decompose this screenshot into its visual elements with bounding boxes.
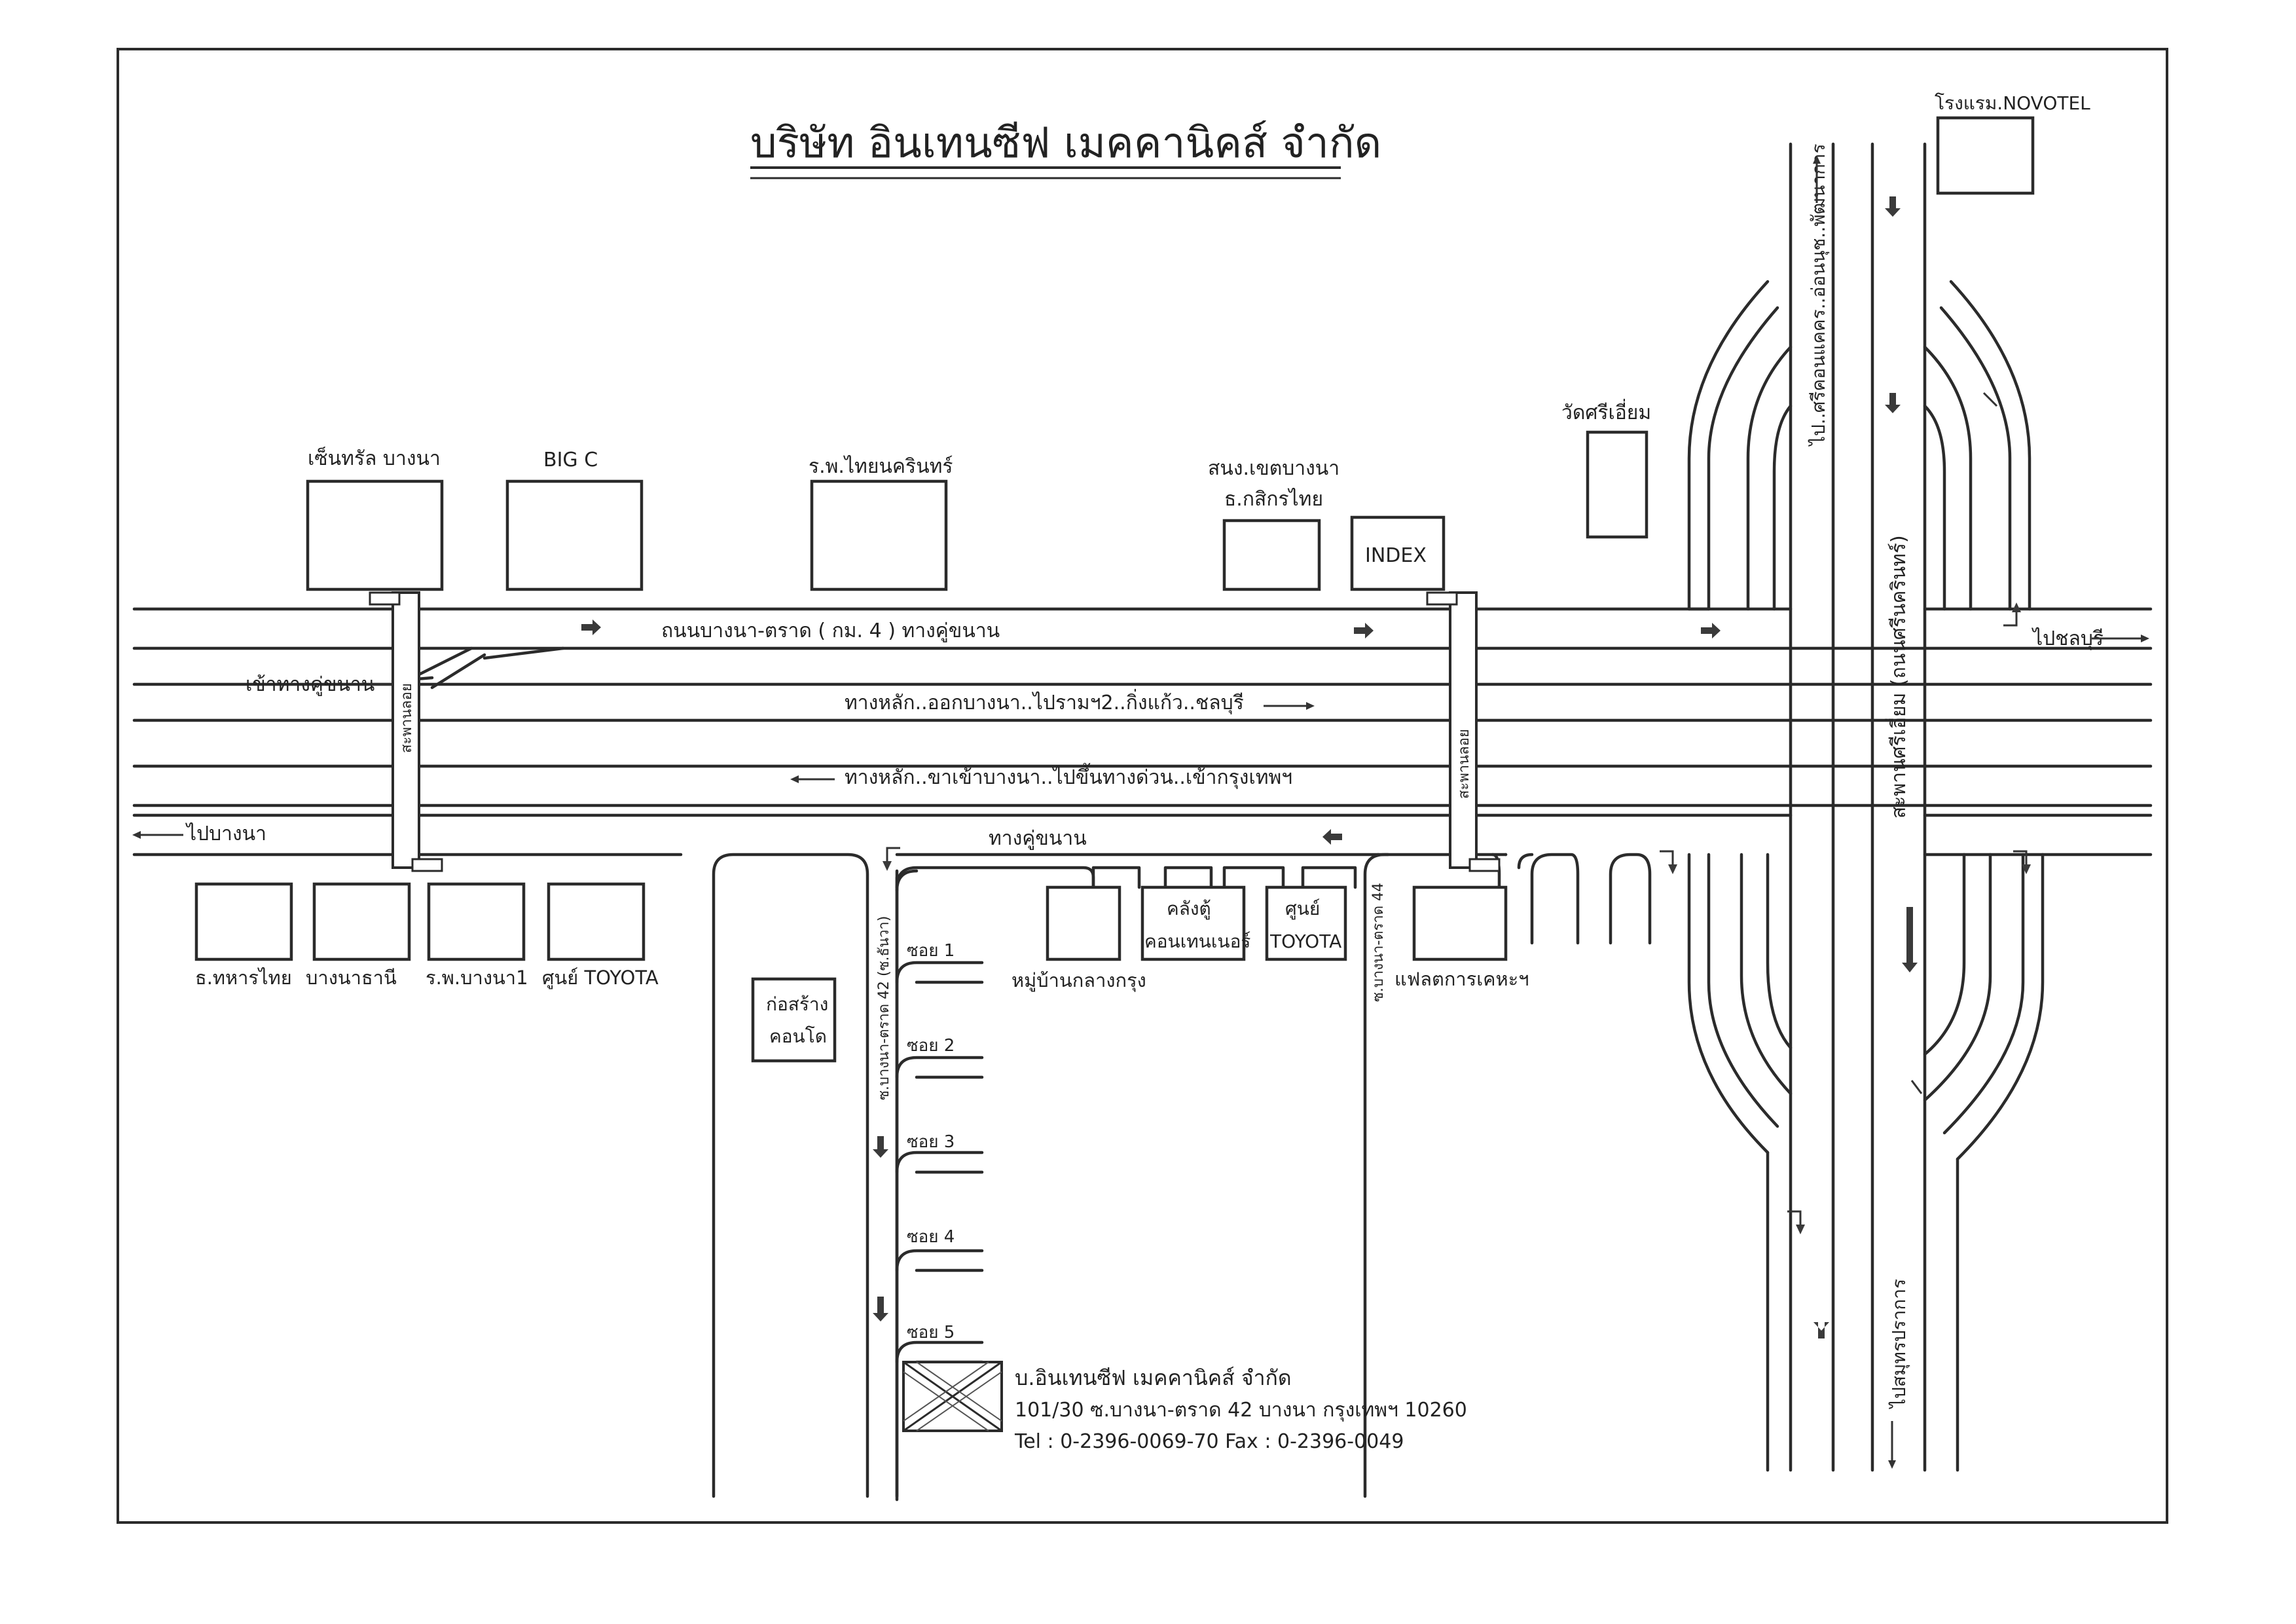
soi-3-label: ซอย 3 <box>907 1132 955 1152</box>
footbridge-right: สะพานลอย <box>1426 591 1501 872</box>
label-to-bangna: ไปบางนา <box>185 822 266 845</box>
label-enter-frontage: เข้าทางคู่ขนาน <box>246 673 374 696</box>
svg-text:ก่อสร้าง: ก่อสร้าง <box>766 993 828 1015</box>
soi-5-label: ซอย 5 <box>907 1323 955 1342</box>
svg-text:คอนโด: คอนโด <box>769 1025 827 1047</box>
footbridge-left: สะพานลอย <box>369 591 443 872</box>
soi-1-label: ซอย 1 <box>907 941 955 961</box>
building-central-bangna: เซ็นทรัล บางนา <box>306 446 444 591</box>
label-si-iam-bridge: สะพานศรีเอี่ยม (ถนนศรีนครินทร์) <box>1885 535 1910 819</box>
svg-text:สะพานลอย: สะพานลอย <box>399 683 415 753</box>
inbound-arrow-head <box>790 775 799 783</box>
to-bangna-arrow-head <box>132 831 141 839</box>
building-bangna1-hospital: ร.พ.บางนา1 <box>426 882 528 989</box>
building-container-depot: คลังตู้ คอนเทนเนอร์ <box>1140 885 1250 961</box>
label-to-chonburi: ไปชลบุรี <box>2032 627 2104 651</box>
building-novotel: โรงแรม.NOVOTEL <box>1935 92 2090 195</box>
svg-text:TOYOTA: TOYOTA <box>1269 931 1341 952</box>
north-arrow-head <box>1813 155 1821 164</box>
svg-text:คอนเทนเนอร์: คอนเทนเนอร์ <box>1144 931 1250 952</box>
outbound-arrow-head <box>1306 702 1315 710</box>
building-index: INDEX <box>1350 515 1446 591</box>
svg-text:หมู่บ้านกลางกรุง: หมู่บ้านกลางกรุง <box>1011 969 1146 992</box>
building-toyota-left: ศูนย์ TOYOTA <box>542 882 659 989</box>
label-to-nonthaburi: ไป..ศรีคอนแคคร..อ่อนนุช..พัฒนาการ <box>1808 143 1830 447</box>
soi-4-label: ซอย 4 <box>907 1227 955 1247</box>
svg-text:INDEX: INDEX <box>1365 544 1427 567</box>
svg-text:ร.พ.ไทยนครินทร์: ร.พ.ไทยนครินทร์ <box>809 454 953 478</box>
label-soi-42: ซ.บางนา-ตราด 42 (ซ.ธันวา) <box>876 916 892 1100</box>
svg-text:โรงแรม.NOVOTEL: โรงแรม.NOVOTEL <box>1935 92 2090 114</box>
svg-text:BIG C: BIG C <box>543 449 598 471</box>
map-title: บริษัท อินเทนซีฟ เมคคานิคส์ จำกัด <box>750 119 1381 168</box>
soi-2-label: ซอย 2 <box>907 1036 955 1056</box>
label-to-samut-prakan: ไปสมุทรปราการ <box>1888 1279 1910 1409</box>
svg-text:บางนาธานี: บางนาธานี <box>306 967 397 989</box>
building-toyota-right: ศูนย์ TOYOTA <box>1265 885 1347 961</box>
building-klang-krung-village: หมู่บ้านกลางกรุง <box>1011 885 1146 992</box>
building-military-bank: ธ.ทหารไทย <box>194 882 293 989</box>
svg-text:เซ็นทรัล บางนา: เซ็นทรัล บางนา <box>308 446 441 470</box>
label-main-inbound: ทางหลัก..ขาเข้าบางนา..ไปขึ้นทางด่วน..เข้… <box>845 763 1292 790</box>
svg-text:ศูนย์: ศูนย์ <box>1285 898 1320 920</box>
svg-text:ศูนย์ TOYOTA: ศูนย์ TOYOTA <box>542 967 659 989</box>
soi-42-road <box>895 869 984 1502</box>
svg-text:สะพานลอย: สะพานลอย <box>1456 729 1472 799</box>
turn-arrows <box>883 392 2031 1234</box>
company-contact: Tel : 0-2396-0069-70 Fax : 0-2396-0049 <box>1014 1430 1404 1453</box>
label-main-outbound: ทางหลัก..ออกบางนา..ไปรามฯ2..กิ่งแก้ว..ชล… <box>845 689 1244 715</box>
company-address: 101/30 ซ.บางนา-ตราด 42 บางนา กรุงเทพฯ 10… <box>1015 1399 1467 1422</box>
label-soi-44: ซ.บางนา-ตราด 44 <box>1370 883 1387 1002</box>
svg-text:ธ.ทหารไทย: ธ.ทหารไทย <box>195 967 292 989</box>
svg-text:คลังตู้: คลังตู้ <box>1167 898 1211 920</box>
building-thainakarin-hospital: ร.พ.ไทยนครินทร์ <box>809 454 953 591</box>
svg-text:แฟลตการเคหะฯ: แฟลตการเคหะฯ <box>1394 968 1529 990</box>
svg-text:ธ.กสิกรไทย: ธ.กสิกรไทย <box>1224 487 1323 511</box>
svg-text:สนง.เขตบางนา: สนง.เขตบางนา <box>1208 457 1339 480</box>
map-border <box>117 48 2168 1524</box>
label-frontage-north: ถนนบางนา-ตราด ( กม. 4 ) ทางคู่ขนาน <box>661 619 1000 642</box>
building-big-c: BIG C <box>505 449 644 591</box>
building-wat-si-iam: วัดศรีเอี่ยม <box>1561 399 1651 539</box>
building-district-office: สนง.เขตบางนา ธ.กสิกรไทย <box>1208 457 1339 591</box>
srinakarin-interchange <box>1687 142 2045 1472</box>
svg-text:วัดศรีเอี่ยม: วัดศรีเอี่ยม <box>1561 399 1651 424</box>
building-housing-flats: แฟลตการเคหะฯ <box>1394 885 1529 990</box>
to-chonburi-arrow-head <box>2141 635 2149 642</box>
company-name: บ.อินเทนซีฟ เมคคานิคส์ จำกัด <box>1015 1365 1292 1390</box>
label-frontage-south: ทางคู่ขนาน <box>989 827 1087 850</box>
svg-text:ร.พ.บางนา1: ร.พ.บางนา1 <box>426 967 528 989</box>
building-condo-construction: ก่อสร้าง คอนโด <box>751 977 837 1063</box>
company-marker <box>902 1361 1003 1432</box>
south-arrow-head <box>1888 1460 1896 1469</box>
bangna-trat-road <box>132 607 2153 857</box>
building-bangna-thani: บางนาธานี <box>306 882 411 989</box>
traffic-arrows <box>581 196 1918 1338</box>
